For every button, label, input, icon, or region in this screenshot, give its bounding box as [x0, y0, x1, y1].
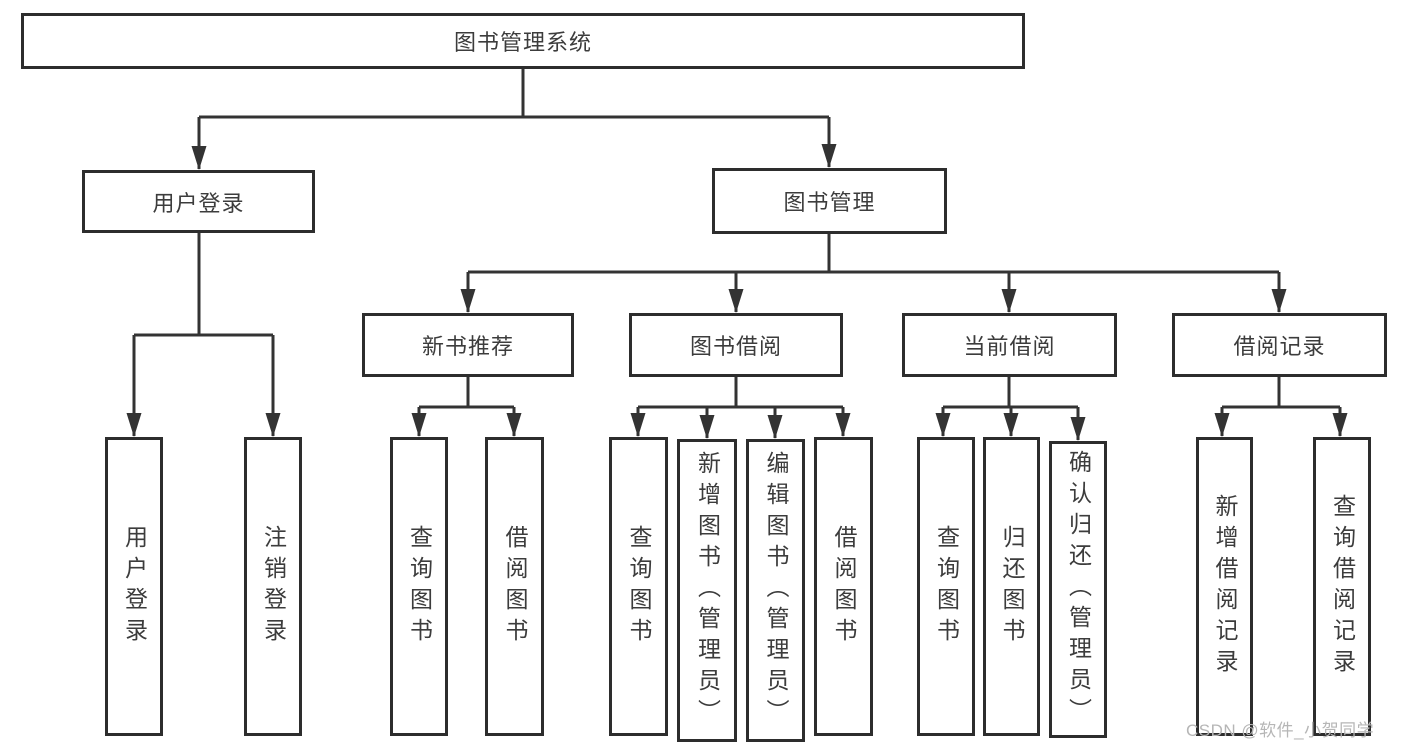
leaf-logout-login-label: 注销登录 — [260, 524, 287, 649]
connector-group — [126, 69, 1348, 441]
leaf-nb-query-book-label: 查询图书 — [406, 524, 433, 649]
leaf-cb-return-book-label: 归还图书 — [999, 524, 1025, 649]
leaf-bb-edit-book-admin-label: 编辑图书（管理员） — [763, 451, 789, 730]
leaf-cb-query-book: 查询图书 — [917, 437, 975, 736]
leaf-bb-add-book-admin-label: 新增图书（管理员） — [694, 451, 721, 730]
leaf-bb-query-book: 查询图书 — [609, 437, 668, 736]
node-root: 图书管理系统 — [21, 13, 1025, 69]
leaf-bb-edit-book-admin: 编辑图书（管理员） — [746, 439, 805, 742]
leaf-cb-confirm-return-admin: 确认归还（管理员） — [1049, 441, 1107, 738]
leaf-rc-add-record: 新增借阅记录 — [1196, 437, 1253, 736]
leaf-cb-confirm-return-admin-label: 确认归还（管理员） — [1065, 450, 1092, 729]
node-current-borrow: 当前借阅 — [902, 313, 1117, 377]
node-current-borrow-label: 当前借阅 — [963, 334, 1056, 359]
node-user-login-label: 用户登录 — [152, 190, 245, 216]
node-book-borrow: 图书借阅 — [629, 313, 843, 377]
node-book-management-label: 图书管理 — [783, 190, 876, 215]
node-borrow-records: 借阅记录 — [1172, 313, 1387, 377]
leaf-nb-borrow-book: 借阅图书 — [485, 437, 544, 736]
node-book-management: 图书管理 — [712, 168, 947, 234]
csdn-watermark: CSDN @软件_小贺同学 — [1186, 721, 1375, 740]
leaf-bb-borrow-book-label: 借阅图书 — [831, 524, 857, 649]
leaf-nb-query-book: 查询图书 — [390, 437, 448, 736]
leaf-cb-query-book-label: 查询图书 — [933, 524, 960, 649]
leaf-rc-query-record-label: 查询借阅记录 — [1329, 493, 1356, 680]
node-user-login: 用户登录 — [82, 170, 315, 233]
leaf-bb-borrow-book: 借阅图书 — [814, 437, 873, 736]
leaf-rc-add-record-label: 新增借阅记录 — [1212, 493, 1238, 680]
leaf-cb-return-book: 归还图书 — [983, 437, 1040, 736]
leaf-bb-add-book-admin: 新增图书（管理员） — [677, 439, 737, 742]
node-root-label: 图书管理系统 — [453, 30, 592, 55]
leaf-rc-query-record: 查询借阅记录 — [1313, 437, 1371, 736]
node-new-book-recommend-label: 新书推荐 — [421, 334, 514, 359]
leaf-user-login: 用户登录 — [105, 437, 163, 736]
leaf-nb-borrow-book-label: 借阅图书 — [502, 524, 528, 649]
node-new-book-recommend: 新书推荐 — [362, 313, 574, 377]
leaf-user-login-label: 用户登录 — [121, 524, 148, 649]
node-book-borrow-label: 图书借阅 — [689, 334, 782, 359]
leaf-logout-login: 注销登录 — [244, 437, 302, 736]
node-borrow-records-label: 借阅记录 — [1233, 334, 1326, 359]
leaf-bb-query-book-label: 查询图书 — [626, 524, 652, 649]
